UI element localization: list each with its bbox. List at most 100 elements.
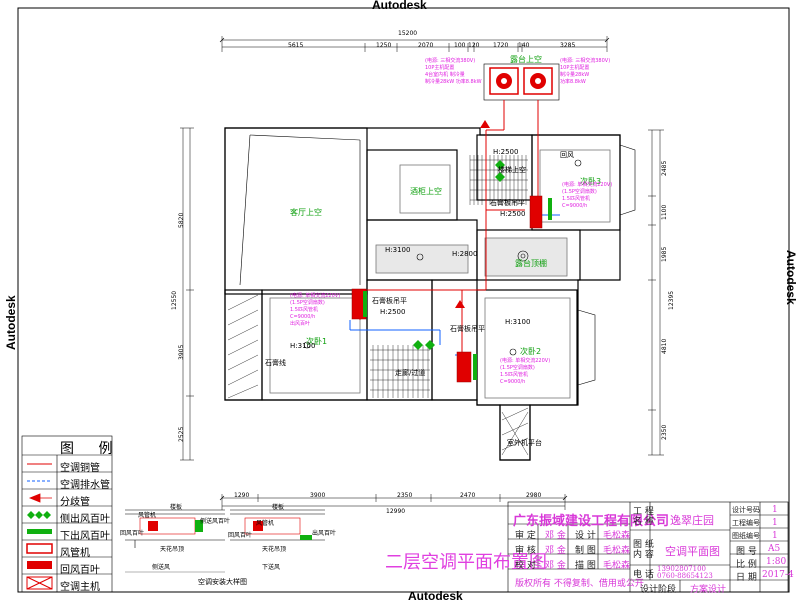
dim-left-seg: 5820 [178, 212, 185, 228]
right-dimension-lines [648, 129, 664, 456]
note-bedroom3: (电源: 单相交流220V) (1.5P空调扇数) 1.5匹风管机 C=9000… [562, 182, 613, 209]
role-name: 毛松森 [603, 561, 631, 571]
role-name: 邓 金 [545, 546, 566, 556]
drawing-label: 图 纸 内 容 [633, 540, 654, 560]
detail-label: 回风百叶 [228, 532, 253, 539]
top-dimension-lines [221, 36, 608, 52]
room-outdoor: 露台上空 [510, 55, 542, 64]
dim-right-total: 12395 [668, 290, 675, 310]
height-label: H:2500 [500, 210, 526, 218]
ceiling-lamps [303, 159, 582, 356]
company-name: 广东振域建设工程有限公司 [513, 514, 670, 529]
dim-bottom-seg: 2350 [397, 492, 413, 499]
dim-top-seg: 120 [468, 42, 480, 49]
dim-bottom-seg: 2980 [526, 492, 542, 499]
tb-right-value: A5 [768, 544, 781, 554]
detail-label: 风管机 [138, 512, 157, 519]
building-walls [224, 127, 621, 461]
height-label: H:2500 [380, 308, 406, 316]
dim-left-seg: 2525 [178, 426, 185, 442]
role-name: 邓 金 [545, 531, 566, 541]
louvre-markers [363, 160, 552, 380]
corridor-label: 走廊/过道 [395, 369, 426, 377]
phone-1: 13902807100 [657, 565, 706, 573]
tb-right-label: 设计号码 [732, 506, 760, 514]
stage-label: 设计阶段 [640, 585, 677, 595]
watermark-left: Autodesk [4, 295, 18, 350]
fan-coil-units [351, 195, 543, 383]
role-name: 毛松森 [603, 546, 631, 556]
dim-right-seg: 1985 [661, 246, 668, 262]
dim-bottom-seg: 2470 [460, 492, 476, 499]
role-label: 审 核 [515, 546, 536, 556]
role-label: 审 定 [515, 531, 536, 541]
ceiling-plate-label: 石膏板吊平 [490, 199, 525, 207]
role-name: 邓 金 [545, 561, 566, 571]
legend-item: 分歧管 [60, 497, 90, 508]
dim-right-seg: 1100 [661, 204, 668, 220]
copyright: 版权所有 不得复制、借用或公开 [515, 579, 644, 589]
legend-table [21, 435, 113, 593]
room-bedroom2: 次卧2 [520, 347, 542, 356]
dim-top-seg: 140 [518, 42, 530, 49]
dim-top-seg: 1250 [376, 42, 392, 49]
cornice-label: 石膏线 [265, 359, 286, 367]
room-sunroom: 露台顶棚 [515, 259, 547, 268]
legend-item: 回风百叶 [60, 565, 100, 576]
legend-item: 下出风百叶 [60, 531, 110, 542]
watermark-bottom: Autodesk [408, 589, 463, 600]
roof-slope-lines [239, 134, 361, 286]
dim-top-total: 15200 [398, 30, 418, 37]
tb-right-label: 图纸编号 [732, 532, 760, 540]
legend-symbols [26, 463, 53, 590]
height-label: H:3100 [290, 342, 316, 350]
stair-label: 楼梯上空 [498, 166, 526, 174]
tb-right-value: 1 [772, 505, 778, 515]
dim-top-seg: 5615 [288, 42, 304, 49]
dim-right-seg: 4810 [661, 338, 668, 354]
room-living: 客厅上空 [290, 208, 322, 217]
stage-value: 方案设计 [690, 585, 727, 595]
phone-2: 0760-88654123 [657, 572, 713, 580]
tb-right-value: 1 [772, 518, 778, 528]
balcony-hatch [227, 294, 529, 456]
section-markers [455, 120, 490, 308]
role-label: 描 图 [575, 561, 596, 571]
drawing-border [17, 7, 790, 593]
role-label: 设 计 [575, 531, 596, 541]
project-label: 工 程 名 称 [633, 507, 654, 527]
return-label: 回风 [560, 151, 574, 159]
phone-label: 电 话 [633, 570, 654, 580]
tb-right-label: 图 号 [736, 547, 757, 557]
tb-right-value: 1 [772, 531, 778, 541]
drawing-name: 空调平面图 [665, 545, 720, 558]
dim-right-seg: 2350 [661, 424, 668, 440]
detail-label: 侧送风百叶 [200, 518, 231, 525]
note-outdoor-left: (电源: 三相交流380V) 10P主机配置 4台室内机 制冷量 制冷量28kW… [425, 58, 482, 85]
legend-item: 空调铜管 [60, 463, 100, 474]
project-name: 逸翠庄园 [670, 514, 714, 527]
outdoor-units [483, 63, 560, 101]
role-label: 校 对 [515, 561, 536, 571]
legend-title: 图 例 [60, 441, 123, 457]
detail-label: 出风百叶 [312, 530, 337, 537]
legend-item: 侧出风百叶 [60, 514, 110, 525]
detail-label: 天花吊顶 [160, 546, 185, 553]
ceiling-plate-label: 石膏板吊平 [372, 297, 407, 305]
legend-item: 风管机 [60, 548, 90, 559]
dim-top-seg: 3285 [560, 42, 576, 49]
detail-label: 回风百叶 [120, 530, 145, 537]
height-label: H:2500 [493, 148, 519, 156]
detail-caption: 空调安装大样图 [198, 578, 247, 586]
left-dimension-lines [180, 127, 194, 461]
height-label: H:2800 [452, 250, 478, 258]
detail-label: 风管机 [256, 520, 275, 527]
detail-down-label: 下送风 [262, 564, 281, 571]
note-outdoor-right: (电源: 三相交流380V) 10P主机配置 制冷量28kW 功率8.8kW [560, 58, 611, 85]
bay-window [577, 144, 636, 386]
tb-right-value: 2017-4 [762, 570, 794, 580]
dim-left-seg: 3905 [178, 344, 185, 360]
title-block [507, 501, 789, 593]
install-detail-drawings [125, 509, 325, 573]
role-name: 毛松森 [603, 531, 631, 541]
